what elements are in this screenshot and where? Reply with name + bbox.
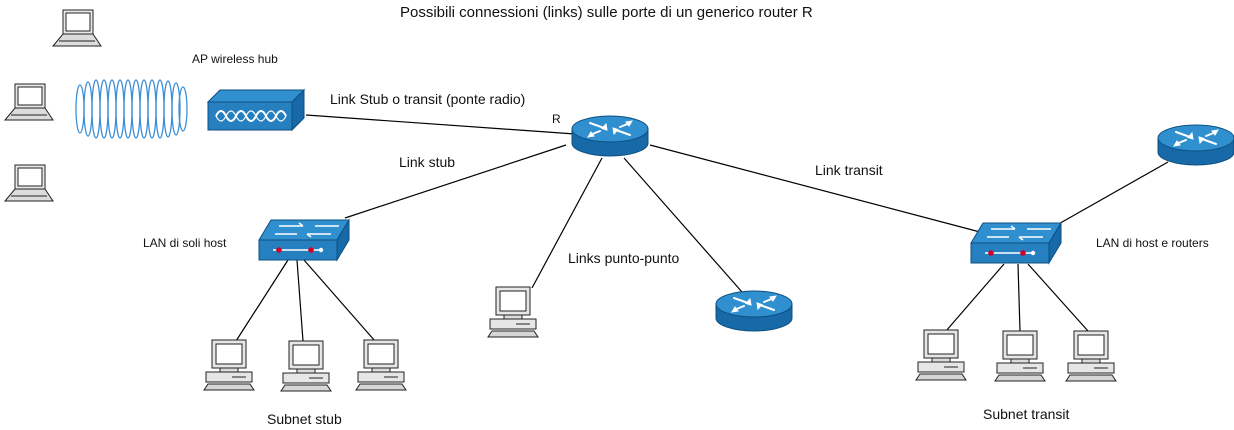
link-switch-left-pc2 [296,259,304,342]
links [235,114,1169,342]
label-subnet-transit: Subnet transit [983,406,1070,422]
desktop-pc-icon [280,340,332,392]
router-icon [571,115,649,157]
link-switch-right-pc3 [1027,263,1089,332]
link-ap-router [305,114,576,135]
laptop-icon [52,9,102,47]
desktop-pc-icon [487,286,539,338]
link-router-router [623,157,743,293]
access-point-icon [207,89,305,131]
link-switch-left-pc1 [235,259,289,342]
desktop-pc-icon [1065,330,1117,382]
link-router-pc [531,157,603,289]
label-ap-wireless-hub: AP wireless hub [192,52,278,66]
switch-icon [970,222,1062,264]
label-link-stub: Link stub [399,154,456,170]
desktop-pc-icon [355,339,407,391]
laptop-icon [4,83,54,121]
link-switch-right-pc1 [945,263,1005,332]
label-link-stub-transit-radio: Link Stub o transit (ponte radio) [330,91,526,107]
desktop-pc-icon [915,329,967,381]
laptop-icon [4,164,54,202]
diagram-title: Possibili connessioni (links) sulle port… [400,4,813,21]
link-router-switch-right [649,144,981,233]
link-switch-left-pc3 [303,259,376,342]
radio-waves-icon [75,79,188,139]
label-link-transit: Link transit [815,162,883,178]
link-switch-right-pc2 [1017,263,1021,332]
desktop-pc-icon [994,330,1046,382]
label-links-punto-punto: Links punto-punto [568,250,680,266]
router-icon [1157,124,1234,166]
switch-icon [258,219,350,261]
link-switch-right-router [1047,161,1169,231]
router-icon [715,290,793,332]
link-router-switch-left [344,144,567,219]
label-lan-host-routers: LAN di host e routers [1096,236,1209,250]
label-subnet-stub: Subnet stub [267,411,342,427]
desktop-pc-icon [203,339,255,391]
label-router-r: R [552,112,561,126]
label-lan-soli-host: LAN di soli host [143,236,227,250]
